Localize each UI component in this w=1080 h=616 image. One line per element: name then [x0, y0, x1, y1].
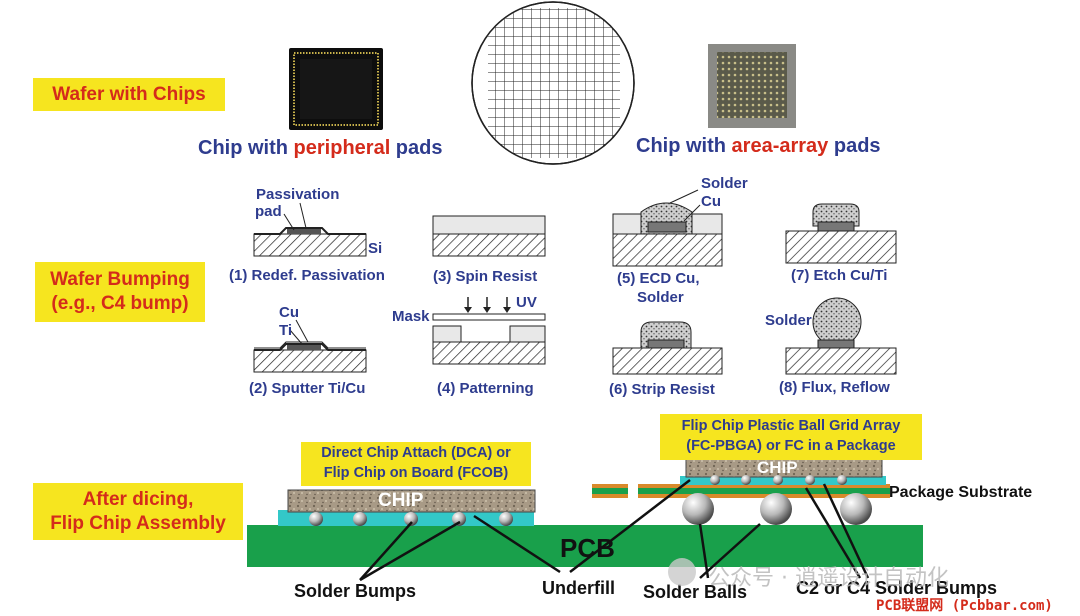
- callout-pad: pad: [255, 203, 282, 220]
- wafer-bumping-line2: (e.g., C4 bump): [51, 292, 188, 316]
- wafer-bumping-label: Wafer Bumping (e.g., C4 bump): [35, 262, 205, 322]
- peripheral-caption-highlight: peripheral: [294, 137, 391, 159]
- footer-watermark: PCB联盟网 (Pcbbar.com): [876, 595, 1053, 615]
- callout-solder-step8: Solder: [765, 312, 812, 329]
- callout-uv: UV: [516, 294, 537, 311]
- watermark-text: 公众号 · 逍遥设计自动化: [708, 560, 949, 592]
- step3-caption: (3) Spin Resist: [433, 268, 537, 285]
- solder-bumps-label: Solder Bumps: [294, 581, 416, 602]
- fcpbga-label-line1: Flip Chip Plastic Ball Grid Array: [682, 417, 901, 437]
- dca-label: Direct Chip Attach (DCA) or Flip Chip on…: [301, 442, 531, 486]
- after-dicing-line1: After dicing,: [83, 488, 194, 512]
- step8-caption: (8) Flux, Reflow: [779, 379, 890, 396]
- area-array-caption-pre: Chip with: [636, 135, 732, 157]
- area-array-caption-post: pads: [828, 135, 880, 157]
- step1-caption: (1) Redef. Passivation: [229, 267, 385, 284]
- fcpbga-label-line2: (FC-PBGA) or FC in a Package: [686, 437, 895, 457]
- step7-caption: (7) Etch Cu/Ti: [791, 267, 887, 284]
- wafer-with-chips-label: Wafer with Chips: [33, 78, 225, 111]
- callout-ti-step2: Ti: [279, 322, 292, 339]
- step8-sketch: [786, 298, 896, 374]
- underfill-label: Underfill: [542, 578, 615, 599]
- fcpbga-assembly: [592, 459, 890, 525]
- area-array-caption-highlight: area-array: [732, 135, 829, 157]
- callout-cu-step5: Cu: [701, 193, 721, 210]
- peripheral-caption: Chip with peripheral pads: [198, 137, 443, 160]
- step5-caption-line1: (5) ECD Cu,: [617, 270, 700, 287]
- chip-left-label: CHIP: [378, 490, 423, 512]
- step7-sketch: [786, 204, 896, 263]
- callout-passivation: Passivation: [256, 186, 339, 203]
- chip-right-label: CHIP: [757, 458, 798, 478]
- step2-caption: (2) Sputter Ti/Cu: [249, 380, 365, 397]
- after-dicing-line2: Flip Chip Assembly: [50, 512, 226, 536]
- callout-cu-step2: Cu: [279, 304, 299, 321]
- fcpbga-label: Flip Chip Plastic Ball Grid Array (FC-PB…: [660, 414, 922, 460]
- wafer-bumping-line1: Wafer Bumping: [50, 268, 190, 292]
- wechat-icon: [668, 558, 696, 586]
- after-dicing-label: After dicing, Flip Chip Assembly: [33, 483, 243, 540]
- step5-caption-line2: Solder: [637, 289, 684, 306]
- step3-sketch: [433, 216, 545, 256]
- callout-si: Si: [368, 240, 382, 257]
- peripheral-chip-photo: [289, 48, 383, 130]
- step4-caption: (4) Patterning: [437, 380, 534, 397]
- peripheral-caption-pre: Chip with: [198, 137, 294, 159]
- step2-sketch: [254, 320, 366, 372]
- area-array-caption: Chip with area-array pads: [636, 135, 881, 158]
- step6-caption: (6) Strip Resist: [609, 381, 715, 398]
- step6-sketch: [613, 322, 722, 374]
- dca-label-line1: Direct Chip Attach (DCA) or: [321, 444, 511, 464]
- wafer-image: [472, 2, 634, 164]
- peripheral-caption-post: pads: [390, 137, 442, 159]
- package-substrate-label: Package Substrate: [889, 484, 1032, 502]
- dca-label-line2: Flip Chip on Board (FCOB): [324, 464, 508, 484]
- callout-solder-step5: Solder: [701, 175, 748, 192]
- area-array-chip-photo: [708, 44, 796, 128]
- callout-mask: Mask: [392, 308, 430, 325]
- pcb-label: PCB: [560, 533, 615, 564]
